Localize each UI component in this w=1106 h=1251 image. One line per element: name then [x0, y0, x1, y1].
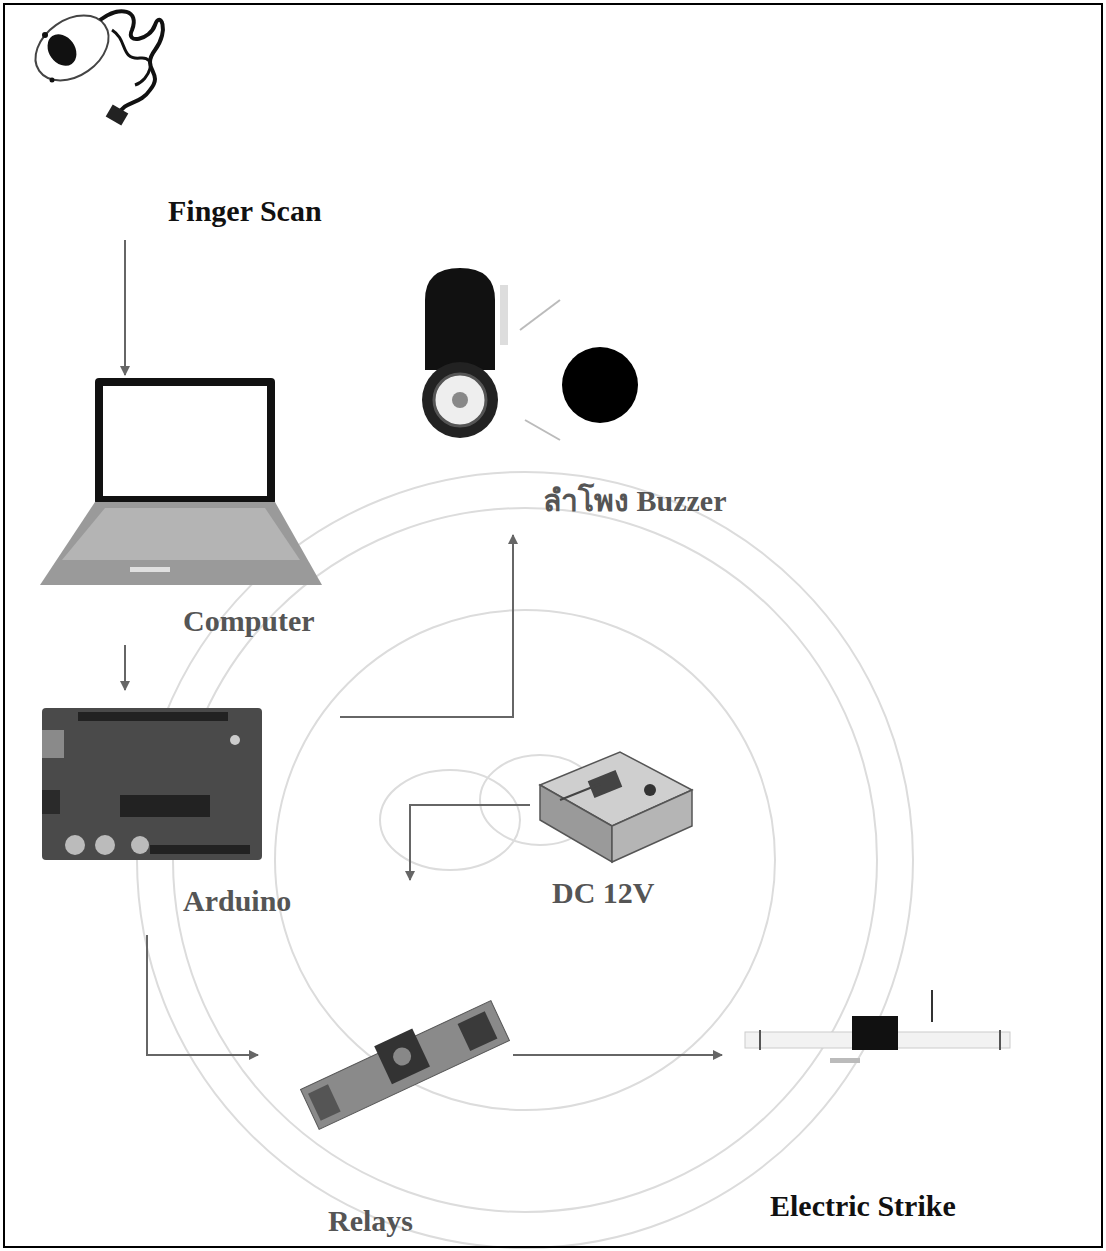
- component-label: Electric Strike: [770, 1188, 956, 1224]
- electric-strike-picture: [745, 990, 1010, 1063]
- computer-node: Computer: [40, 375, 340, 645]
- electric-strike-node: Electric Strike: [722, 985, 1022, 1240]
- component-label: Relays: [328, 1203, 413, 1239]
- frame: [4, 4, 1102, 1247]
- signal-arrow: [124, 645, 126, 690]
- arduino-node: Arduino: [40, 690, 340, 935]
- buzzer-picture: [422, 268, 638, 440]
- component-label: ลำโพง Buzzer: [543, 483, 726, 519]
- signal-arrow: [513, 1054, 722, 1056]
- component-label: DC 12V: [552, 875, 655, 911]
- component-label: Arduino: [183, 883, 291, 919]
- signal-arrow: [147, 935, 258, 1055]
- signal-arrow: [410, 805, 530, 880]
- signal-arrow: [340, 535, 513, 717]
- finger-scanner-node: Finger Scan: [35, 5, 380, 240]
- power-supply-node: DC 12V: [530, 745, 720, 925]
- power-supply-picture: [540, 752, 692, 862]
- laptop-picture: [40, 378, 322, 585]
- relay-board-node: Relays: [258, 880, 513, 1245]
- arduino-picture: [42, 708, 262, 860]
- relay-board-picture: [297, 993, 509, 1129]
- buzzer-node: ลำโพง Buzzer: [415, 265, 795, 535]
- signal-arrow: [124, 240, 126, 375]
- finger-scanner-picture: [23, 2, 163, 125]
- component-label: Computer: [183, 603, 315, 639]
- component-label: Finger Scan: [168, 193, 322, 229]
